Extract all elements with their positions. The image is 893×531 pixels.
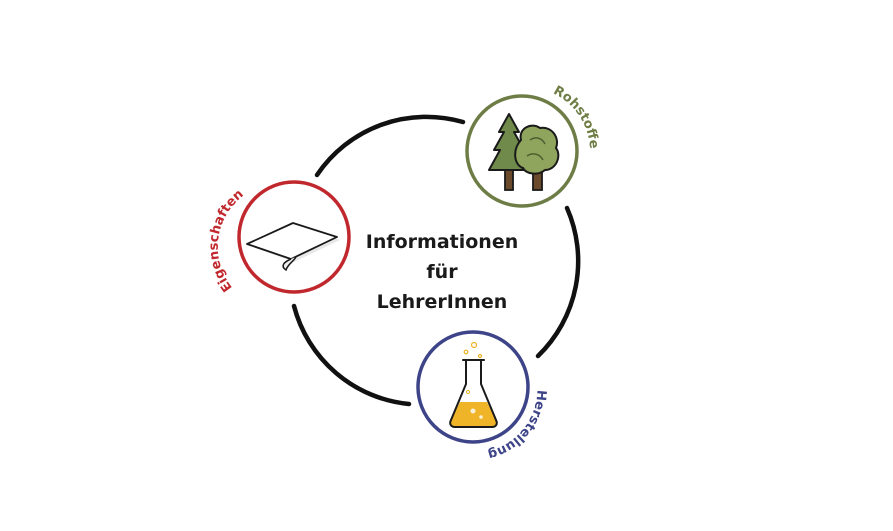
trees-icon — [488, 113, 560, 191]
center-title: Informationen für LehrerInnen — [366, 231, 519, 313]
cycle-arc-top — [314, 114, 466, 178]
center-title-line-2: für — [426, 261, 458, 283]
cycle-ring — [291, 114, 581, 407]
node-herstellung-circle — [416, 330, 530, 444]
node-herstellung[interactable]: Herstellung — [416, 330, 549, 462]
center-title-line-3: LehrerInnen — [377, 291, 508, 313]
cycle-arc-bottom-left — [291, 303, 412, 407]
node-eigenschaften[interactable]: Eigenschaften — [207, 180, 351, 294]
cycle-arc-right — [535, 205, 581, 359]
node-rohstoffe[interactable]: Rohstoffe — [465, 83, 601, 208]
center-title-line-1: Informationen — [366, 231, 519, 253]
paper-sheet-icon — [246, 222, 340, 272]
erlenmeyer-flask-icon — [449, 341, 498, 428]
